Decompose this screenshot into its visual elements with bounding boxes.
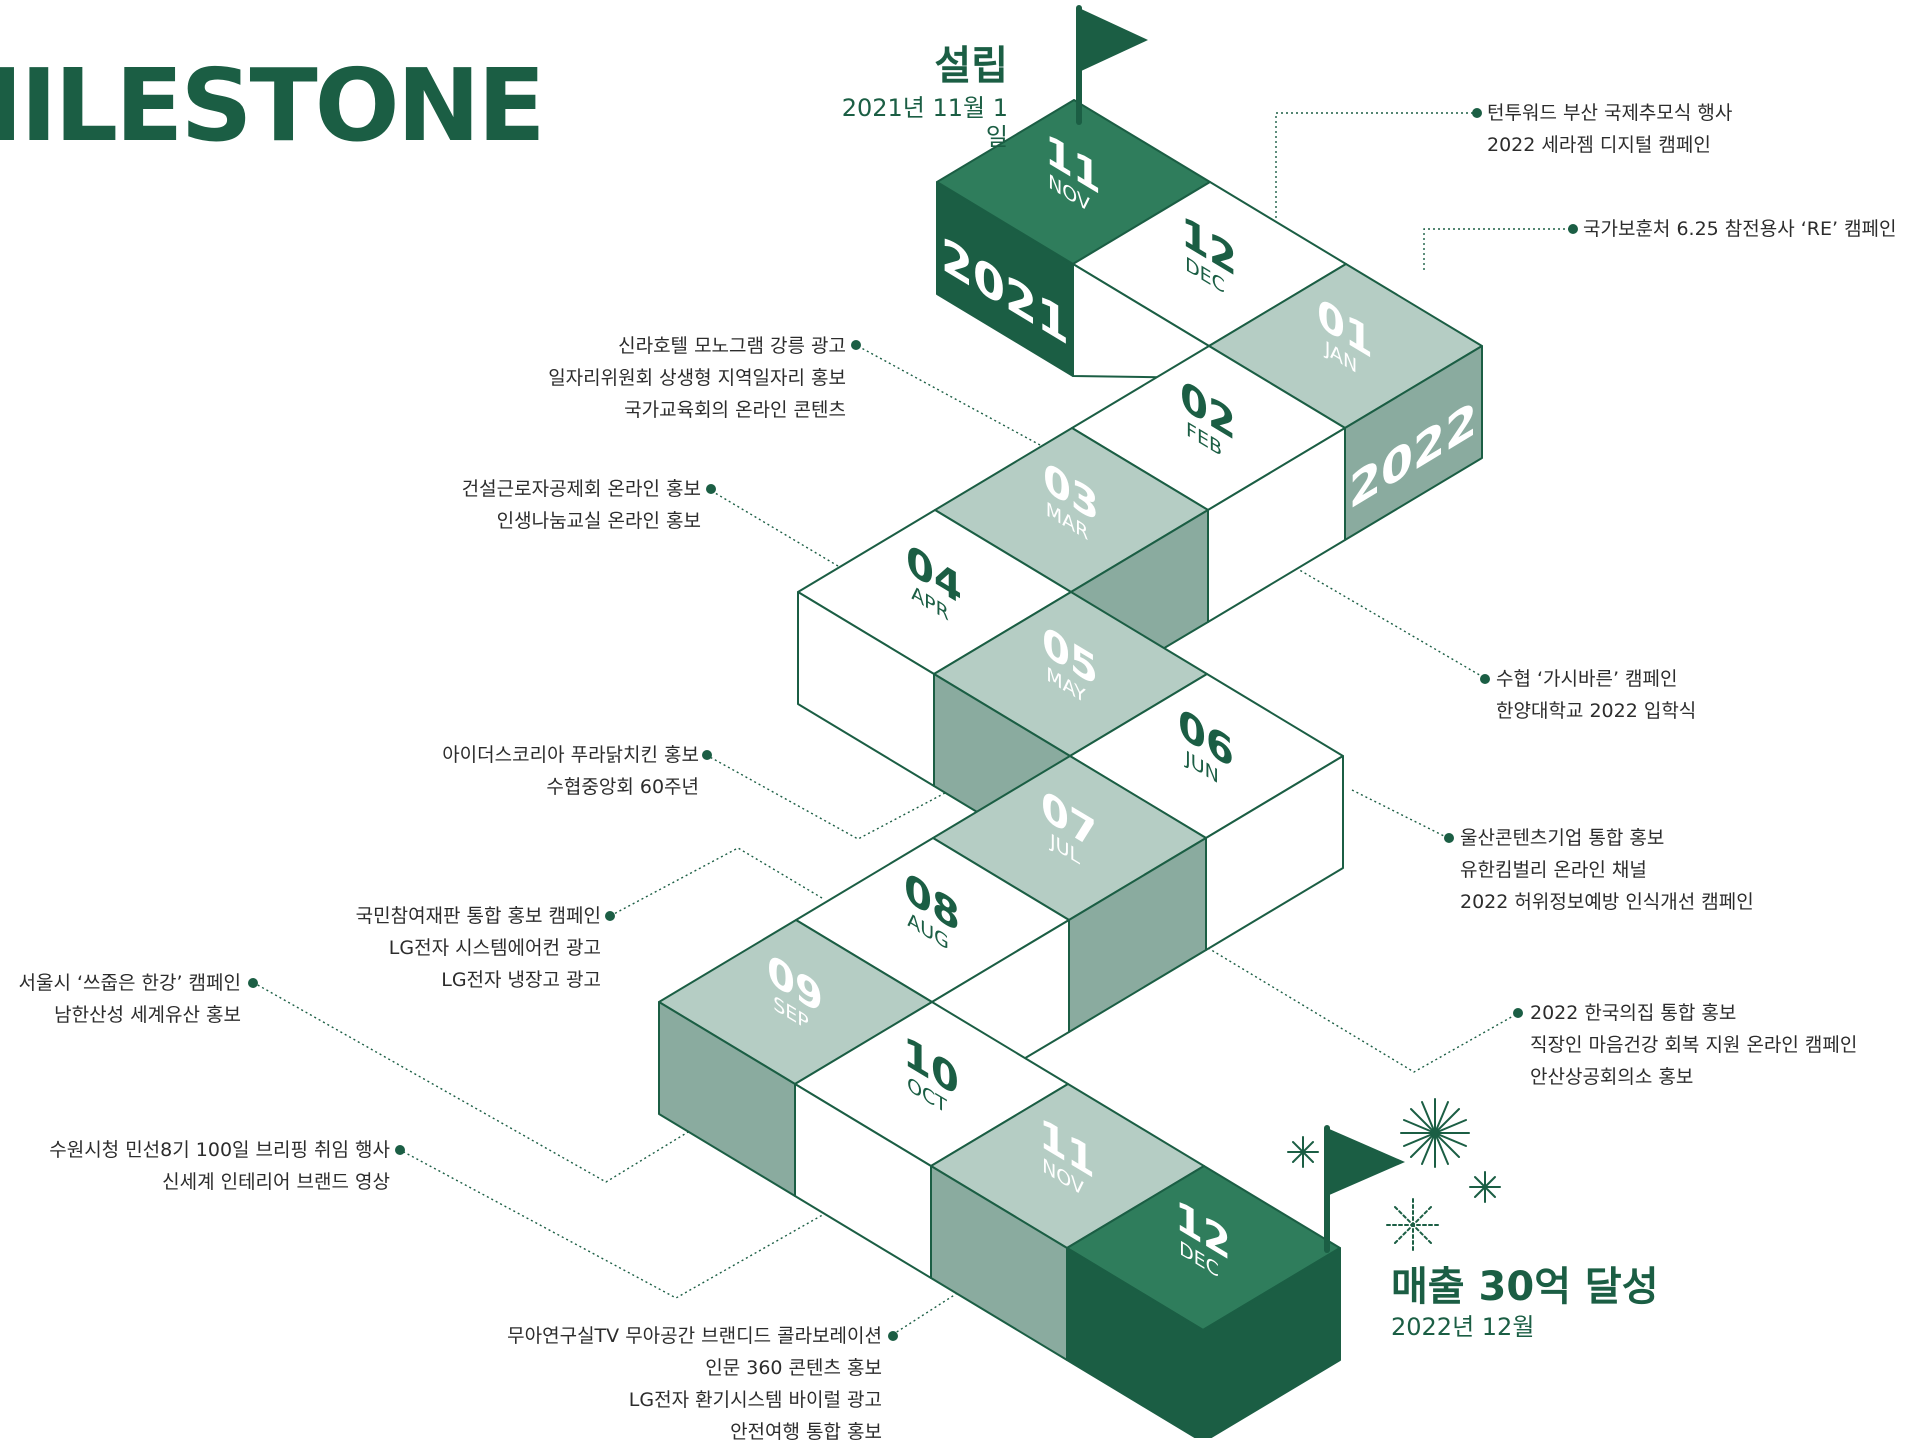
leader-lines xyxy=(255,112,1570,1336)
leader-dot xyxy=(248,978,258,988)
annotation-line: 유한킴벌리 온라인 채널 xyxy=(1460,859,1647,881)
annotation-line: 울산콘텐츠기업 통합 홍보 xyxy=(1460,827,1665,849)
annotation-line: 안산상공회의소 홍보 xyxy=(1530,1066,1694,1088)
annotation-line: 국가교육회의 온라인 콘텐츠 xyxy=(624,399,846,421)
annotation-line: LG전자 환기시스템 바이럴 광고 xyxy=(628,1389,882,1411)
annotation-line: 인생나눔교실 온라인 홍보 xyxy=(496,510,701,532)
sparkle-icon xyxy=(1400,1098,1470,1168)
annotation-mar: 건설근로자공제회 온라인 홍보 인생나눔교실 온라인 홍보 xyxy=(462,473,701,537)
start-milestone: 설립 2021년 11월 1일 xyxy=(833,46,1008,152)
annotation-line: 수원시청 민선8기 100일 브리핑 취임 행사 xyxy=(49,1139,390,1161)
annotation-jul: 국민참여재판 통합 홍보 캠페인 LG전자 시스템에어컨 광고 LG전자 냉장고… xyxy=(356,900,601,996)
start-flag-icon xyxy=(1076,5,1148,125)
annotation-feb: 신라호텔 모노그램 강릉 광고 일자리위원회 상생형 지역일자리 홍보 국가교육… xyxy=(548,330,846,426)
leader-line xyxy=(1423,228,1570,270)
leader-line xyxy=(853,343,1041,446)
annotation-line: 아이더스코리아 푸라닭치킨 홍보 xyxy=(442,744,699,766)
annotation-jan: 국가보훈처 6.25 참전용사 ‘RE’ 캠페인 xyxy=(1583,213,1897,245)
leader-line xyxy=(1207,947,1516,1073)
annotation-oct: 수원시청 민선8기 100일 브리핑 취임 행사 신세계 인테리어 브랜드 영상 xyxy=(49,1134,390,1198)
leader-dot xyxy=(1513,1008,1523,1018)
end-title: 매출 30억 달성 xyxy=(1391,1264,1659,1310)
annotation-aug: 2022 한국의집 통합 홍보 직장인 마음건강 회복 지원 온라인 캠페인 안… xyxy=(1530,997,1857,1093)
start-date: 2021년 11월 1일 xyxy=(841,94,1008,151)
annotation-line: 서울시 ‘쓰줍은 한강’ 캠페인 xyxy=(18,972,241,994)
annotation-line: 신세계 인테리어 브랜드 영상 xyxy=(162,1171,390,1193)
staircase-blocks xyxy=(658,99,1483,1438)
sparkle-icon xyxy=(1386,1198,1440,1252)
annotation-line: 국가보훈처 6.25 참전용사 ‘RE’ 캠페인 xyxy=(1583,218,1897,240)
start-title: 설립 xyxy=(934,43,1008,89)
annotation-line: 일자리위원회 상생형 지역일자리 홍보 xyxy=(548,367,846,389)
annotation-line: 한양대학교 2022 입학식 xyxy=(1496,700,1697,722)
sparkle-icons xyxy=(1287,1098,1501,1252)
annotation-line: 건설근로자공제회 온라인 홍보 xyxy=(461,478,701,500)
sparkle-icon xyxy=(1287,1136,1319,1168)
leader-line xyxy=(609,847,823,917)
leader-line xyxy=(1275,112,1474,218)
leader-dot xyxy=(1472,108,1482,118)
annotation-nov: 무아연구실TV 무아공간 브랜디드 콜라보레이션 인문 360 콘텐츠 홍보 L… xyxy=(507,1320,882,1448)
annotation-line: 국민참여재판 통합 홍보 캠페인 xyxy=(355,905,601,927)
leader-dot xyxy=(1444,833,1454,843)
leader-dot xyxy=(1480,674,1490,684)
annotation-line: 무아연구실TV 무아공간 브랜디드 콜라보레이션 xyxy=(507,1325,882,1347)
block-front-dec-2022 xyxy=(1066,1247,1204,1438)
annotation-jun: 울산콘텐츠기업 통합 홍보 유한킴벌리 온라인 채널 2022 허위정보예방 인… xyxy=(1460,822,1754,918)
leader-dot xyxy=(888,1331,898,1341)
leader-dot xyxy=(605,911,615,921)
leader-dots xyxy=(248,108,1578,1341)
leader-line xyxy=(1351,789,1447,838)
leader-dot xyxy=(1568,224,1578,234)
leader-dot xyxy=(702,750,712,760)
annotation-may: 아이더스코리아 푸라닭치킨 홍보 수협중앙회 60주년 xyxy=(442,739,699,803)
annotation-line: 안전여행 통합 홍보 xyxy=(730,1421,882,1443)
leader-dot xyxy=(706,484,716,494)
annotation-line: 남한산성 세계유산 홍보 xyxy=(54,1004,241,1026)
annotation-apr: 수협 ‘가시바른’ 캠페인 한양대학교 2022 입학식 xyxy=(1496,663,1696,727)
leader-line xyxy=(1295,567,1484,678)
end-date: 2022년 12월 xyxy=(1391,1313,1535,1341)
annotation-dec-2021: 턴투워드 부산 국제추모식 행사 2022 세라젬 디지털 캠페인 xyxy=(1487,97,1732,161)
annotation-sep: 서울시 ‘쓰줍은 한강’ 캠페인 남한산성 세계유산 홍보 xyxy=(19,967,241,1031)
annotation-line: LG전자 냉장고 광고 xyxy=(441,969,601,991)
annotation-line: 수협 ‘가시바른’ 캠페인 xyxy=(1496,668,1678,690)
annotation-line: 인문 360 콘텐츠 홍보 xyxy=(705,1357,882,1379)
annotation-line: 신라호텔 모노그램 강릉 광고 xyxy=(618,335,846,357)
page-title: IILESTONE xyxy=(0,47,546,164)
sparkle-icon xyxy=(1469,1171,1501,1203)
block-side-dec-2022 xyxy=(1202,1247,1341,1438)
annotation-line: 수협중앙회 60주년 xyxy=(546,776,699,798)
annotation-line: 2022 한국의집 통합 홍보 xyxy=(1530,1002,1737,1024)
leader-dot xyxy=(851,340,861,350)
annotation-line: 2022 허위정보예방 인식개선 캠페인 xyxy=(1460,891,1754,913)
annotation-line: LG전자 시스템에어컨 광고 xyxy=(388,937,601,959)
leader-dot xyxy=(395,1145,405,1155)
annotation-line: 직장인 마음건강 회복 지원 온라인 캠페인 xyxy=(1530,1034,1858,1056)
end-flag-icon xyxy=(1324,1125,1405,1253)
annotation-line: 2022 세라젬 디지털 캠페인 xyxy=(1487,134,1711,156)
leader-line xyxy=(255,983,694,1183)
end-milestone: 매출 30억 달성 2022년 12월 xyxy=(1391,1267,1659,1342)
annotation-line: 턴투워드 부산 국제추모식 행사 xyxy=(1487,102,1733,124)
leader-line xyxy=(709,489,839,567)
